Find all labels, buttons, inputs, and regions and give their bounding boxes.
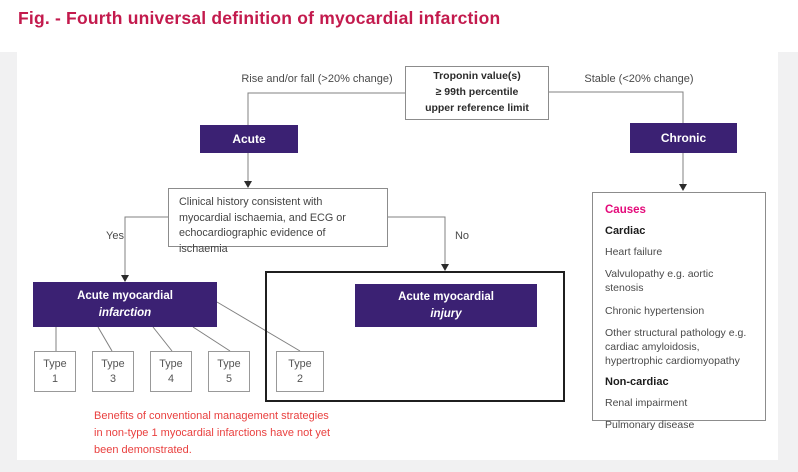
causes-heading: Causes [605,204,646,216]
causes-item: Chronic hypertension [605,304,705,317]
type-number: 4 [167,372,174,385]
type-box-4: Type 4 [150,351,192,392]
type-box-3: Type 3 [92,351,134,392]
troponin-box: Troponin value(s) ≥ 99th percentile uppe… [405,66,549,120]
type-box-5: Type 5 [208,351,250,392]
title-bar: Fig. - Fourth universal definition of my… [0,0,798,52]
type-number: 5 [225,372,232,385]
causes-item: Renal impairment [605,397,688,410]
type-number: 3 [109,372,116,385]
type-word: Type [159,357,183,370]
troponin-line-3: upper reference limit [425,101,529,114]
type-word: Type [101,357,125,370]
type-box-2: Type 2 [276,351,324,392]
chronic-box: Chronic [630,123,737,153]
acute-mi-box: Acute myocardial infarction [33,282,217,327]
causes-item: Pulmonary disease [605,419,695,432]
figure-title: Fig. - Fourth universal definition of my… [18,8,501,28]
type-number: 1 [51,372,58,385]
branch-label-rise: Rise and/or fall (>20% change) [241,73,393,85]
acute-label: Acute [232,132,266,146]
acute-mi-line-2: infarction [98,306,152,319]
causes-section-title-noncardiac: Non-cardiac [605,376,669,389]
acute-mi-line-1: Acute myocardial [77,289,173,302]
type-word: Type [217,357,241,370]
diagram-panel: Troponin value(s) ≥ 99th percentile uppe… [17,52,778,460]
no-label: No [454,230,470,242]
causes-section-title-cardiac: Cardiac [605,225,646,237]
type-word: Type [43,357,67,370]
acute-injury-line-1: Acute myocardial [398,290,494,303]
type-number: 2 [296,372,303,385]
acute-injury-line-2: injury [430,307,462,320]
causes-item: Heart failure [605,246,663,258]
yes-label: Yes [106,230,124,242]
troponin-line-2: ≥ 99th percentile [435,86,519,99]
type-word: Type [288,357,312,370]
causes-item: Valvulopathy e.g. aortic stenosis [605,268,714,295]
type-box-1: Type 1 [34,351,76,392]
acute-injury-box: Acute myocardial injury [355,284,537,327]
chronic-label: Chronic [660,131,707,145]
nontype1-outline-box [265,271,565,402]
branch-label-stable: Stable (<20% change) [584,73,694,85]
troponin-line-1: Troponin value(s) [433,70,521,83]
causes-item: Other structural pathology e.g. cardiac … [605,326,747,368]
clinical-history-box: Clinical history consistent with myocard… [168,188,388,255]
note-text: Benefits of conventional management stra… [94,410,331,457]
causes-panel: Causes Cardiac Heart failure Valvulopath… [592,192,766,431]
acute-box: Acute [200,125,298,153]
